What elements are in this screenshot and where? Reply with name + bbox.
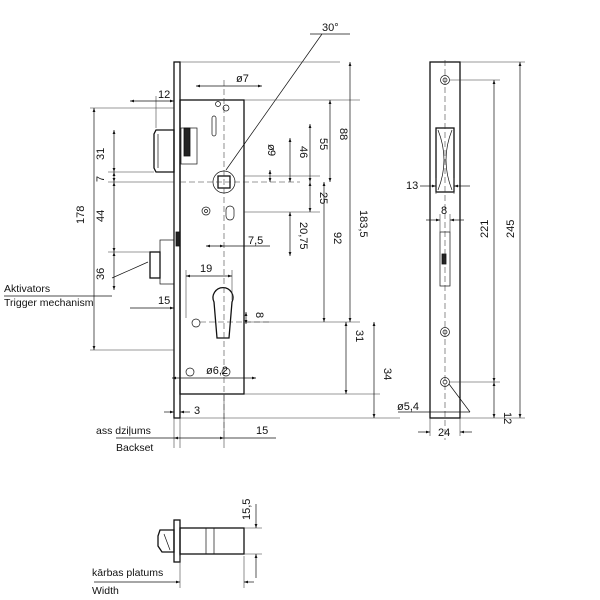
dim-245: 245 <box>505 220 517 238</box>
main-dimensions: 30° ø7 12 88 55 46 9 ø 25 92 <box>4 22 400 454</box>
aktivators-label: Aktivators <box>4 283 50 295</box>
faceplate-front-view: 13 8 221 245 12 ø5,4 24 <box>397 60 525 440</box>
cylinder-cutout <box>212 286 234 339</box>
dim-dia62: ø6,2 <box>206 365 228 377</box>
dim-dia54: ø5,4 <box>397 401 419 413</box>
dim-7: 7 <box>95 176 107 182</box>
dim-8-cyl: 8 <box>253 312 265 318</box>
svg-text:ø: ø <box>265 144 277 151</box>
dim-34: 34 <box>381 368 393 380</box>
lock-body-view <box>149 61 300 440</box>
dim-36: 36 <box>95 268 107 280</box>
dim-3: 3 <box>194 405 200 417</box>
dim-44: 44 <box>95 210 107 222</box>
dim-155: 15,5 <box>241 499 253 520</box>
dim-25: 25 <box>317 192 329 204</box>
dim-1835: 183,5 <box>357 210 369 238</box>
dim-15-mid: 15 <box>158 295 170 307</box>
trigger-label: Trigger mechanism <box>4 297 94 309</box>
dim-9: 9 <box>265 150 277 156</box>
trigger-latch <box>149 251 161 279</box>
width-label: Width <box>92 585 119 597</box>
dim-12-top: 12 <box>158 89 170 101</box>
dim-12-face: 12 <box>501 412 513 424</box>
dim-88: 88 <box>337 128 349 140</box>
dim-31-top: 31 <box>95 148 107 160</box>
dim-75: 7,5 <box>248 235 263 247</box>
dim-221: 221 <box>479 220 491 238</box>
lock-case <box>179 99 245 395</box>
dim-2075: 20,75 <box>297 222 309 250</box>
dim-dia7: ø7 <box>236 73 249 85</box>
angle-label: 30° <box>322 22 339 34</box>
latch-bolt <box>153 129 175 173</box>
dim-8-face: 8 <box>441 205 447 217</box>
ass-dzilums-label: ass dziļums <box>96 425 151 437</box>
dim-178: 178 <box>75 206 87 224</box>
width-view: 15,5 kārbas platums Width <box>92 499 262 597</box>
dim-24: 24 <box>438 427 450 439</box>
dim-19: 19 <box>200 263 212 275</box>
dim-46: 46 <box>297 146 309 158</box>
dim-55: 55 <box>317 138 329 150</box>
backset-label: Backset <box>116 442 153 454</box>
karbas-platums-label: kārbas platums <box>92 567 163 579</box>
dim-31-low: 31 <box>353 330 365 342</box>
dim-15-back: 15 <box>256 425 268 437</box>
dim-13: 13 <box>406 180 418 192</box>
case-top-view <box>179 527 245 555</box>
dim-92: 92 <box>331 232 343 244</box>
